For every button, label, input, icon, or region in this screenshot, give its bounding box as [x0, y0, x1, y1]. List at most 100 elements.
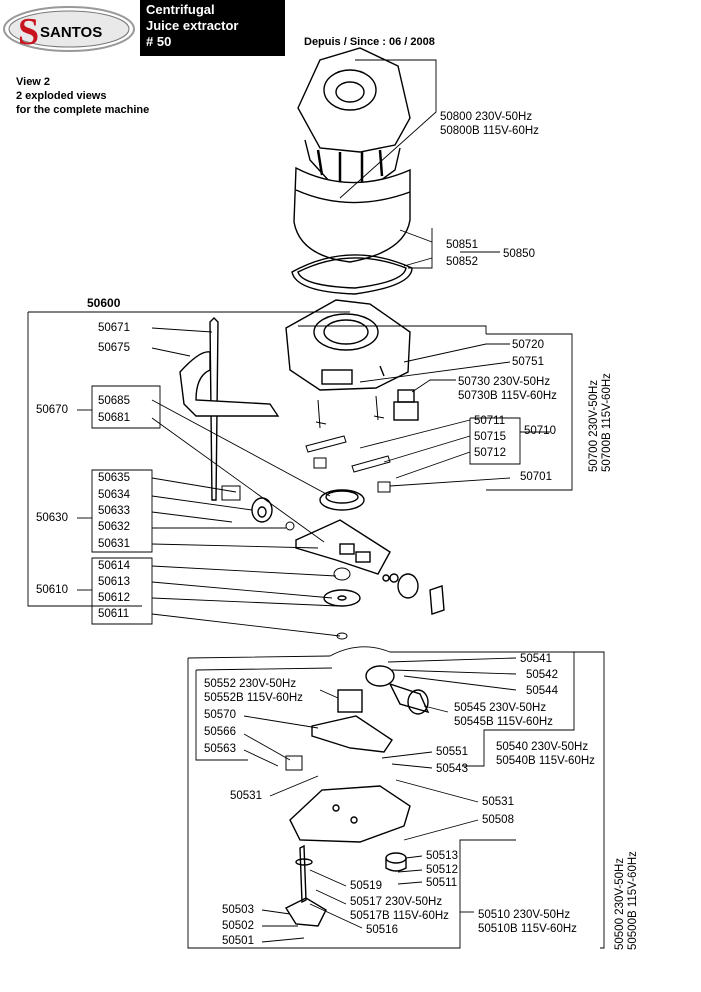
spacer-part	[333, 567, 351, 581]
label-50610: 50610	[36, 584, 68, 596]
label-50510: 50510 230V-50Hz	[478, 909, 571, 921]
view-title: View 2	[16, 76, 51, 88]
label-50516: 50516	[366, 924, 398, 936]
label-50710: 50710	[524, 425, 556, 437]
disc-part	[323, 589, 361, 607]
label-50563: 50563	[204, 743, 236, 755]
washer-part	[285, 521, 295, 531]
electronic-box-part	[337, 689, 363, 713]
control-plate-part	[311, 715, 393, 753]
header-line-1: Centrifugal	[146, 2, 215, 17]
gasket-part	[291, 254, 413, 295]
label-50551: 50551	[436, 746, 468, 758]
label-50800: 50800 230V-50Hz	[440, 111, 533, 123]
label-50544: 50544	[526, 685, 558, 697]
group-50600-label: 50600	[87, 296, 121, 310]
label-50552: 50552 230V-50Hz	[204, 678, 297, 690]
motor-housing-part	[297, 47, 411, 189]
label-50850: 50850	[503, 248, 535, 260]
label-50720: 50720	[512, 339, 544, 351]
label-50612: 50612	[98, 592, 130, 604]
label-50671: 50671	[98, 322, 130, 334]
label-50545b: 50545B 115V-60Hz	[454, 716, 553, 728]
logo-text: SANTOS	[40, 24, 102, 41]
foot-right-part	[385, 852, 407, 872]
view-subtitle-1: 2 exploded views	[16, 90, 107, 102]
label-50712: 50712	[474, 447, 506, 459]
clip-part	[221, 485, 241, 501]
label-50633: 50633	[98, 505, 130, 517]
label-50519: 50519	[350, 880, 382, 892]
label-50543: 50543	[436, 763, 468, 775]
label-50632: 50632	[98, 521, 130, 533]
base-part	[285, 299, 411, 391]
label-50701: 50701	[520, 471, 552, 483]
label-50531-right: 50531	[482, 796, 514, 808]
label-50852: 50852	[446, 256, 478, 268]
motor-plate-part	[295, 519, 391, 575]
label-50513: 50513	[426, 850, 458, 862]
label-50540b: 50540B 115V-60Hz	[496, 755, 595, 767]
label-50611: 50611	[98, 608, 130, 620]
label-50681: 50681	[98, 412, 130, 424]
label-50715: 50715	[474, 431, 506, 443]
label-50541: 50541	[520, 653, 552, 665]
screws-part	[315, 395, 385, 429]
capacitor-part	[365, 665, 430, 715]
label-50670: 50670	[36, 404, 68, 416]
switch-part	[393, 389, 419, 421]
label-50634: 50634	[98, 489, 130, 501]
label-50545: 50545 230V-50Hz	[454, 702, 547, 714]
label-50540: 50540 230V-50Hz	[496, 741, 589, 753]
label-50517b: 50517B 115V-60Hz	[350, 910, 449, 922]
label-50630: 50630	[36, 512, 68, 524]
bracket-part	[305, 435, 391, 493]
label-50508: 50508	[482, 814, 514, 826]
label-50711: 50711	[474, 415, 506, 427]
label-50552b: 50552B 115V-60Hz	[204, 692, 303, 704]
label-50502: 50502	[222, 920, 254, 932]
connector-part	[285, 755, 303, 771]
right-roller-part	[382, 573, 445, 615]
header-line-3: # 50	[146, 34, 172, 49]
logo-letter: S	[18, 11, 39, 53]
label-50500b: 50500B 115V-60Hz	[627, 851, 639, 950]
label-50566: 50566	[204, 726, 236, 738]
label-50800b: 50800B 115V-60Hz	[440, 125, 539, 137]
ring-part	[319, 489, 365, 511]
label-50700: 50700 230V-50Hz	[588, 379, 600, 472]
label-50503: 50503	[222, 904, 254, 916]
bottom-plate-part	[289, 785, 411, 843]
header-line-2: Juice extractor	[146, 18, 239, 33]
label-50613: 50613	[98, 576, 130, 588]
label-50730: 50730 230V-50Hz	[458, 376, 551, 388]
label-50511: 50511	[426, 877, 458, 889]
safety-arm-part	[179, 317, 280, 501]
shaft-part	[295, 844, 313, 904]
santos-logo: S SANTOS	[3, 6, 135, 53]
label-50517: 50517 230V-50Hz	[350, 896, 443, 908]
label-50631: 50631	[98, 538, 130, 550]
product-header: Centrifugal Juice extractor # 50	[140, 0, 285, 56]
label-50700b: 50700B 115V-60Hz	[601, 373, 613, 472]
roller-part	[251, 497, 273, 523]
label-50500: 50500 230V-50Hz	[614, 857, 626, 950]
label-50751: 50751	[512, 356, 544, 368]
label-50510b: 50510B 115V-60Hz	[478, 923, 577, 935]
label-50501: 50501	[222, 935, 254, 947]
label-50730b: 50730B 115V-60Hz	[458, 390, 557, 402]
foot-part	[284, 897, 327, 927]
leader-lines	[27, 59, 605, 949]
label-50542: 50542	[526, 669, 558, 681]
label-50635: 50635	[98, 472, 130, 484]
label-50851: 50851	[446, 239, 478, 251]
label-50531-left: 50531	[230, 790, 262, 802]
label-50685: 50685	[98, 395, 130, 407]
label-50512: 50512	[426, 864, 458, 876]
label-50570: 50570	[204, 709, 236, 721]
body-cover-part	[293, 166, 411, 263]
label-50675: 50675	[98, 342, 130, 354]
view-subtitle-2: for the complete machine	[16, 104, 150, 116]
label-50614: 50614	[98, 560, 130, 572]
